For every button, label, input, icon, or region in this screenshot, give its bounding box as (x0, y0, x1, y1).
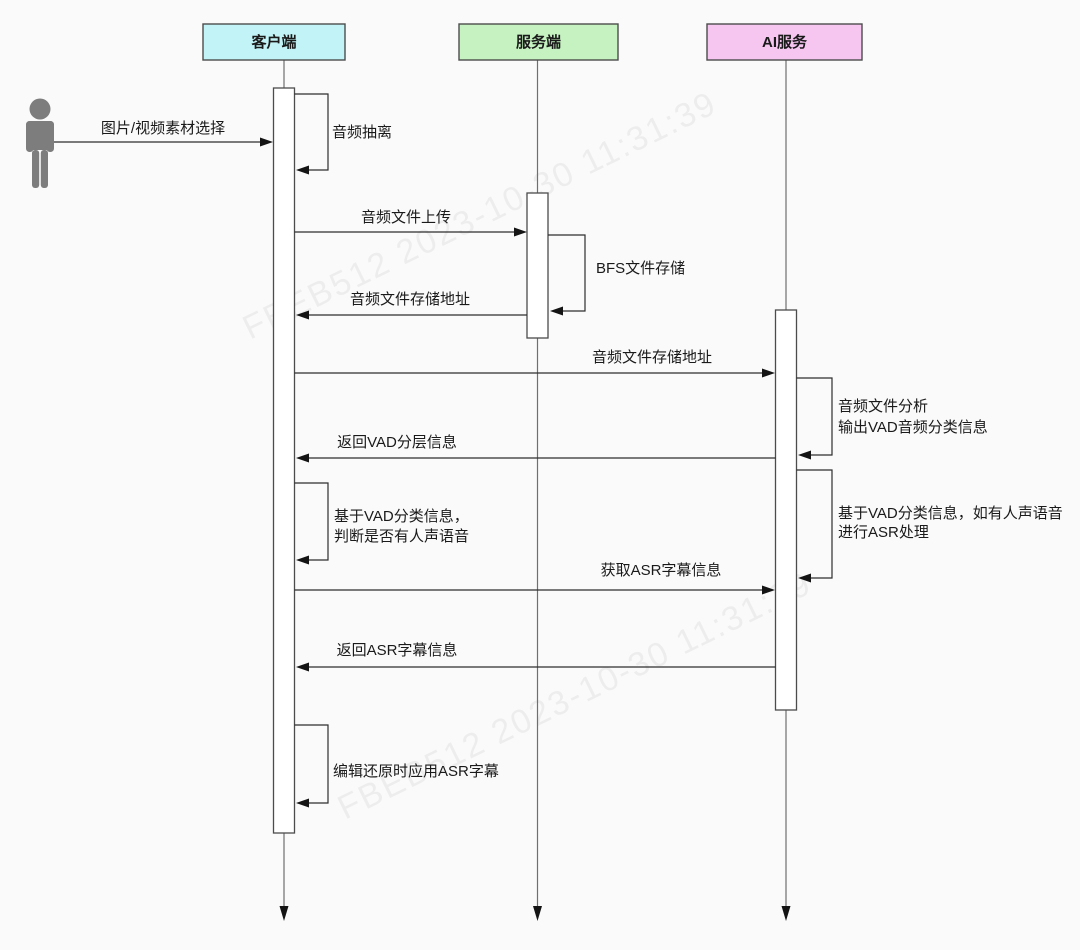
lifeline-end-arrow-server (533, 906, 542, 921)
message-asr-return: 返回ASR字幕信息 (296, 642, 776, 672)
participant-ai-box (706, 23, 863, 61)
message-bfs-store-label: BFS文件存储 (596, 260, 685, 277)
message-material-select-label: 图片/视频素材选择 (101, 120, 225, 137)
message-asr-process-selfloop: 基于VAD分类信息，如有人声语音 进行ASR处理 (796, 469, 1063, 583)
activation-server (526, 192, 549, 339)
watermark-text: FBEB512 2023-10-30 11:31:39 (237, 84, 723, 347)
message-vad-judge-label-line2: 判断是否有人声语音 (334, 527, 469, 545)
message-material-select: 图片/视频素材选择 (54, 120, 273, 147)
message-vad-judge-label-line1: 基于VAD分类信息， (334, 508, 469, 525)
participant-client: 客户端 (202, 23, 346, 61)
message-vad-return-label: 返回VAD分层信息 (337, 434, 457, 451)
message-audio-extract-label: 音频抽离 (332, 124, 392, 141)
message-asr-process-label-line1: 基于VAD分类信息，如有人声语音 (838, 504, 1063, 522)
message-audio-analysis-selfloop: 音频文件分析 输出VAD音频分类信息 (796, 377, 988, 460)
participant-client-label: 客户端 (250, 33, 296, 51)
message-audio-analysis-label-line2: 输出VAD音频分类信息 (838, 419, 988, 436)
message-audio-analysis-label-line1: 音频文件分析 (838, 398, 928, 415)
message-audio-extract-selfloop: 音频抽离 (294, 93, 392, 175)
message-audio-upload: 音频文件上传 (294, 209, 527, 237)
message-vad-return: 返回VAD分层信息 (296, 434, 776, 463)
participant-server-label: 服务端 (516, 33, 561, 51)
message-vad-judge-selfloop: 基于VAD分类信息， 判断是否有人声语音 (294, 482, 469, 565)
message-audio-url-return: 音频文件存储地址 (296, 291, 527, 320)
participant-server: 服务端 (458, 23, 619, 61)
message-audio-url-to-ai-label: 音频文件存储地址 (592, 349, 712, 366)
activation-client (272, 87, 296, 834)
message-asr-process-label-line2: 进行ASR处理 (838, 524, 929, 541)
activation-ai (774, 309, 798, 711)
message-audio-url-return-label: 音频文件存储地址 (350, 291, 470, 308)
message-asr-return-label: 返回ASR字幕信息 (337, 642, 458, 659)
person-icon (26, 98, 54, 188)
lifeline-end-arrow-ai (781, 906, 791, 921)
participant-ai-label: AI服务 (762, 33, 808, 51)
participant-client-box (202, 23, 346, 61)
message-audio-upload-label: 音频文件上传 (361, 209, 451, 226)
message-audio-url-to-ai: 音频文件存储地址 (294, 349, 775, 378)
watermark-text: FBEB512 2023-10-30 11:31:39 (332, 564, 818, 827)
message-apply-asr-label: 编辑还原时应用ASR字幕 (333, 762, 499, 780)
message-get-asr: 获取ASR字幕信息 (294, 562, 775, 595)
participant-ai: AI服务 (706, 23, 863, 61)
lifeline-end-arrow-client (279, 906, 289, 921)
participant-server-box (458, 23, 619, 61)
message-get-asr-label: 获取ASR字幕信息 (601, 562, 722, 579)
message-apply-asr-selfloop: 编辑还原时应用ASR字幕 (294, 724, 499, 808)
message-bfs-store-selfloop: BFS文件存储 (548, 234, 685, 316)
